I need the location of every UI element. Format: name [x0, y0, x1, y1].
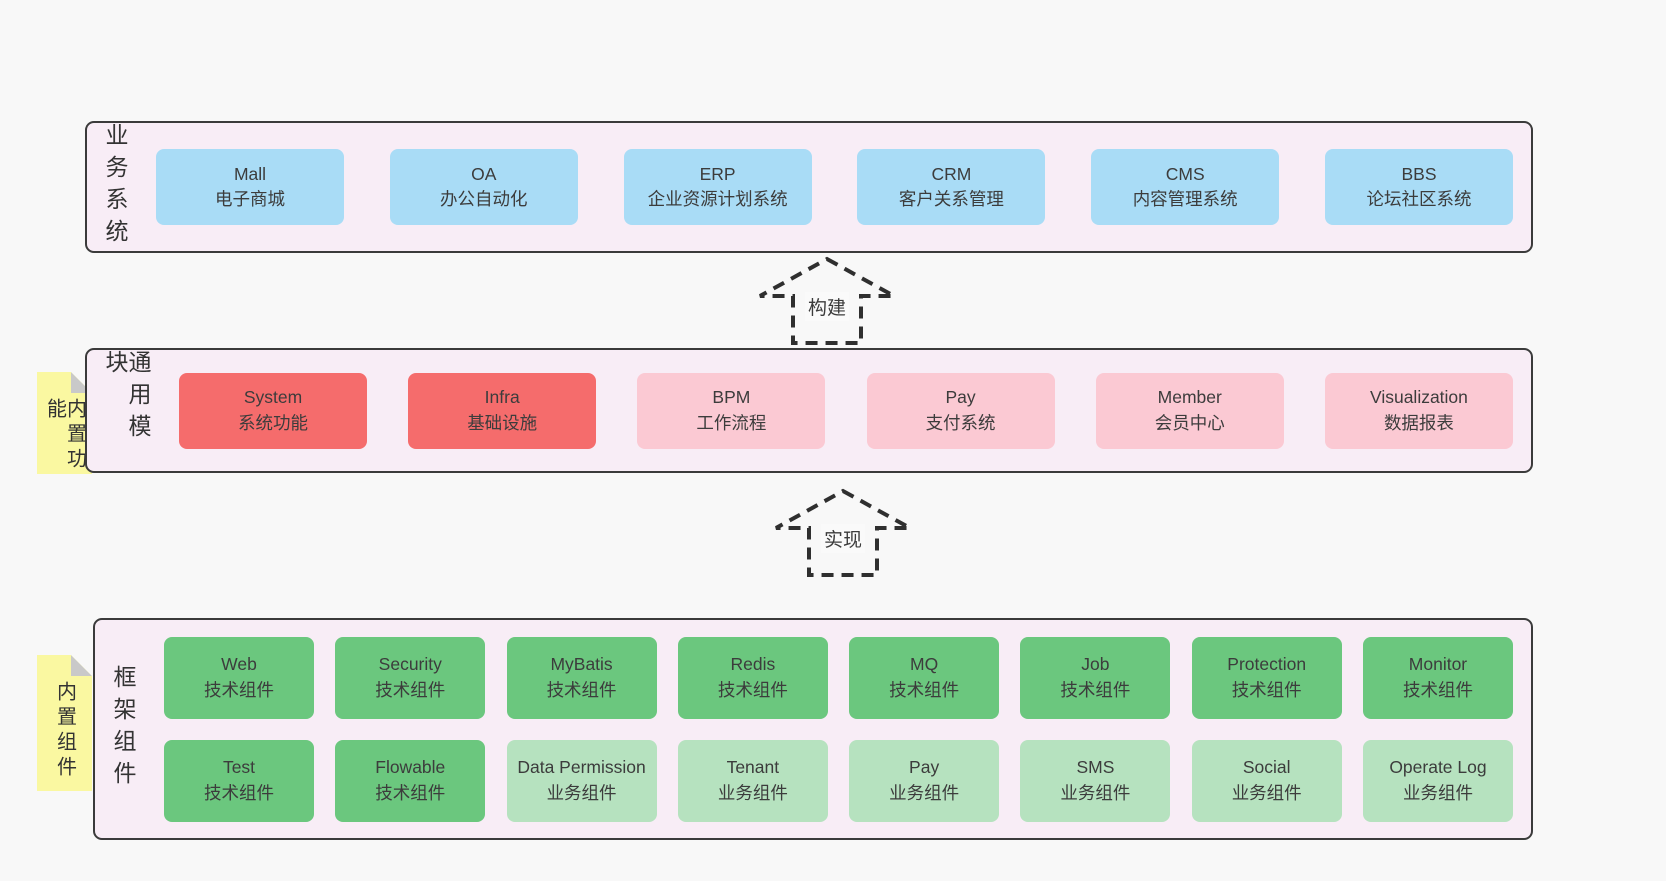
implement-arrow-label: 实现 — [820, 524, 866, 553]
box-security: Security 技术组件 — [335, 636, 486, 719]
box-tenant: Tenant 业务组件 — [677, 739, 828, 822]
module-boxes: System 系统功能 Infra 基础设施 BPM 工作流程 Pay 支付系统… — [179, 372, 1513, 449]
build-arrow: 构建 — [757, 256, 897, 346]
layer-label-business-systems: 业务系统 — [102, 123, 128, 251]
box-infra: Infra 基础设施 — [408, 372, 597, 449]
box-monitor: Monitor 技术组件 — [1362, 636, 1513, 719]
box-crm: CRM 客户关系管理 — [857, 149, 1046, 225]
box-flowable: Flowable 技术组件 — [335, 739, 486, 822]
box-mall: Mall 电子商城 — [156, 149, 344, 225]
box-bpm: BPM 工作流程 — [637, 372, 826, 449]
box-job: Job 技术组件 — [1020, 636, 1171, 719]
box-sms: SMS 业务组件 — [1020, 739, 1171, 822]
folded-corner-icon — [71, 655, 92, 676]
box-pay-module: Pay 支付系统 — [866, 372, 1055, 449]
box-mybatis: MyBatis 技术组件 — [506, 636, 657, 719]
dashed-up-arrow-icon — [775, 488, 911, 577]
box-erp: ERP 企业资源计划系统 — [623, 149, 812, 225]
box-test: Test 技术组件 — [164, 739, 314, 822]
dashed-up-arrow-icon — [759, 256, 895, 345]
component-rows: Web 技术组件 Security 技术组件 MyBatis 技术组件 Redi… — [164, 636, 1513, 822]
sticky-tag-label: 内置组件 — [53, 681, 76, 781]
layer-business-systems: 业务系统 Mall 电子商城 OA 办公自动化 ERP 企业资源计划系统 CRM… — [85, 121, 1533, 253]
box-social: Social 业务组件 — [1191, 739, 1342, 822]
box-member: Member 会员中心 — [1095, 372, 1284, 449]
component-row-2: Test 技术组件 Flowable 技术组件 Data Permission … — [164, 739, 1513, 822]
box-visualization: Visualization 数据报表 — [1324, 372, 1513, 449]
business-boxes: Mall 电子商城 OA 办公自动化 ERP 企业资源计划系统 CRM 客户关系… — [156, 149, 1513, 225]
layer-framework-components: 框架组件 Web 技术组件 Security 技术组件 MyBatis 技术组件… — [93, 618, 1533, 840]
box-cms: CMS 内容管理系统 — [1091, 149, 1280, 225]
sticky-tag-label: 内置功能 — [43, 398, 86, 473]
box-data-permission: Data Permission 业务组件 — [506, 739, 657, 822]
sticky-tag-built-in-features: 内置功能 — [37, 372, 92, 474]
sticky-tag-built-in-components: 内置组件 — [37, 655, 92, 791]
build-arrow-label: 构建 — [804, 292, 850, 321]
box-web: Web 技术组件 — [164, 636, 314, 719]
box-pay-component: Pay 业务组件 — [849, 739, 1000, 822]
box-protection: Protection 技术组件 — [1191, 636, 1342, 719]
component-row-1: Web 技术组件 Security 技术组件 MyBatis 技术组件 Redi… — [164, 636, 1513, 719]
box-mq: MQ 技术组件 — [849, 636, 1000, 719]
box-system: System 系统功能 — [179, 372, 367, 449]
layer-label-common-modules: 通用模块 — [102, 350, 151, 446]
box-oa: OA 办公自动化 — [389, 149, 578, 225]
box-redis: Redis 技术组件 — [677, 636, 828, 719]
implement-arrow: 实现 — [773, 488, 913, 578]
box-bbs: BBS 论坛社区系统 — [1324, 149, 1513, 225]
layer-common-modules: 通用模块 System 系统功能 Infra 基础设施 BPM 工作流程 Pay… — [85, 348, 1533, 473]
layer-label-framework-components: 框架组件 — [110, 665, 136, 793]
box-operate-log: Operate Log 业务组件 — [1362, 739, 1513, 822]
